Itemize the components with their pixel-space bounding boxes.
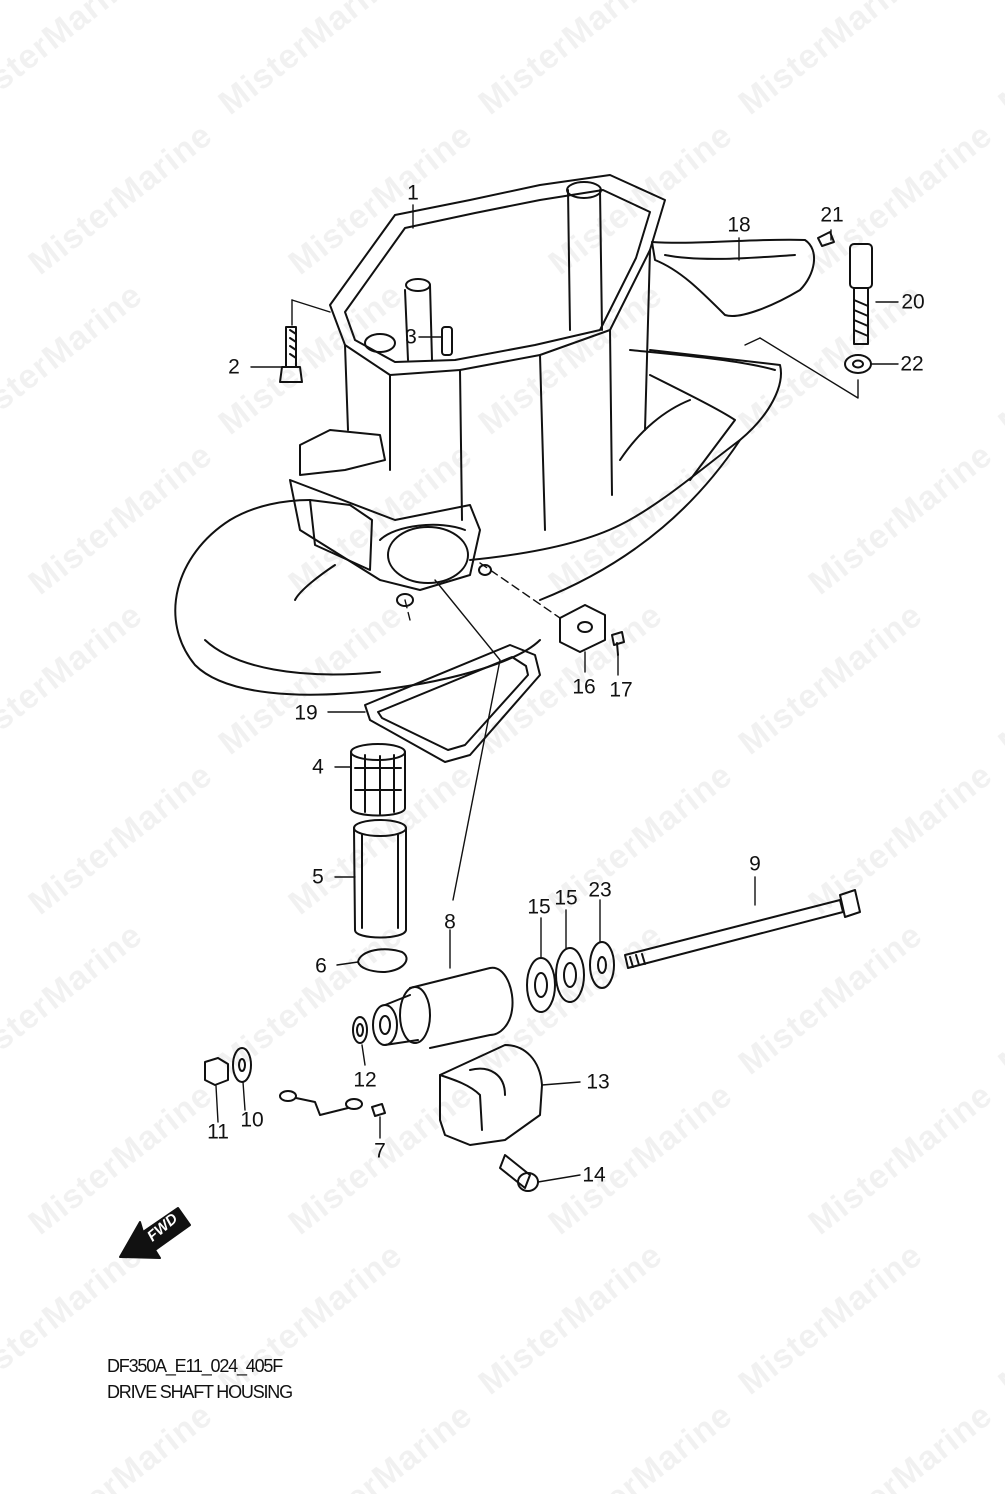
washer-23 xyxy=(589,941,615,989)
through-bolt-9 xyxy=(624,889,861,969)
lower-mount-8 xyxy=(372,966,514,1049)
callout-13: 13 xyxy=(586,1070,610,1094)
callout-16: 16 xyxy=(572,675,596,699)
callout-10: 10 xyxy=(240,1108,264,1132)
callout-12: 12 xyxy=(353,1068,377,1092)
callout-6: 6 xyxy=(315,954,327,978)
washer-12 xyxy=(352,1016,368,1044)
washer-22 xyxy=(844,354,872,374)
leader-lines xyxy=(215,204,899,1183)
dowel-pin-3 xyxy=(441,326,453,356)
callout-21: 21 xyxy=(820,203,844,227)
drive-shaft-housing-body xyxy=(289,174,782,607)
screw-21 xyxy=(817,231,835,247)
callout-15-b: 15 xyxy=(554,886,578,910)
washer-15-b xyxy=(555,947,585,1003)
callout-19: 19 xyxy=(294,701,318,725)
screw-17 xyxy=(611,631,625,656)
callout-11: 11 xyxy=(207,1120,229,1144)
callout-7: 7 xyxy=(374,1139,386,1163)
ground-wire-7 xyxy=(279,1090,386,1117)
gasket-19 xyxy=(364,644,541,763)
bracket-13 xyxy=(439,1044,543,1146)
spacer-block-16 xyxy=(559,604,606,653)
callout-14: 14 xyxy=(582,1163,606,1187)
callout-17: 17 xyxy=(609,678,633,702)
washer-10 xyxy=(232,1047,252,1083)
callout-5: 5 xyxy=(312,865,324,889)
callout-23: 23 xyxy=(588,878,612,902)
anti-ventilation-plate xyxy=(174,499,541,696)
bolt-20 xyxy=(849,243,873,345)
callout-20: 20 xyxy=(901,290,925,314)
callout-4: 4 xyxy=(312,755,324,779)
bolt-2 xyxy=(279,326,303,383)
callout-1: 1 xyxy=(407,181,419,205)
callout-3: 3 xyxy=(405,325,417,349)
mount-rubber-4 xyxy=(350,743,406,817)
nut-11 xyxy=(204,1057,229,1086)
washer-15-a xyxy=(526,957,556,1013)
fwd-arrow-icon xyxy=(119,1207,191,1259)
callout-2: 2 xyxy=(228,355,240,379)
clip-6 xyxy=(357,948,408,973)
callout-8: 8 xyxy=(444,910,456,934)
callout-22: 22 xyxy=(900,352,924,376)
callout-15-a: 15 xyxy=(527,895,551,919)
bolt-14 xyxy=(499,1154,539,1192)
sleeve-5 xyxy=(353,819,407,939)
rubber-seal-18 xyxy=(651,238,816,317)
diagram-code: DF350A_E11_024_405F xyxy=(107,1356,283,1376)
callout-18: 18 xyxy=(727,213,751,237)
diagram-title: DRIVE SHAFT HOUSING xyxy=(107,1382,293,1402)
callout-9: 9 xyxy=(749,852,761,876)
